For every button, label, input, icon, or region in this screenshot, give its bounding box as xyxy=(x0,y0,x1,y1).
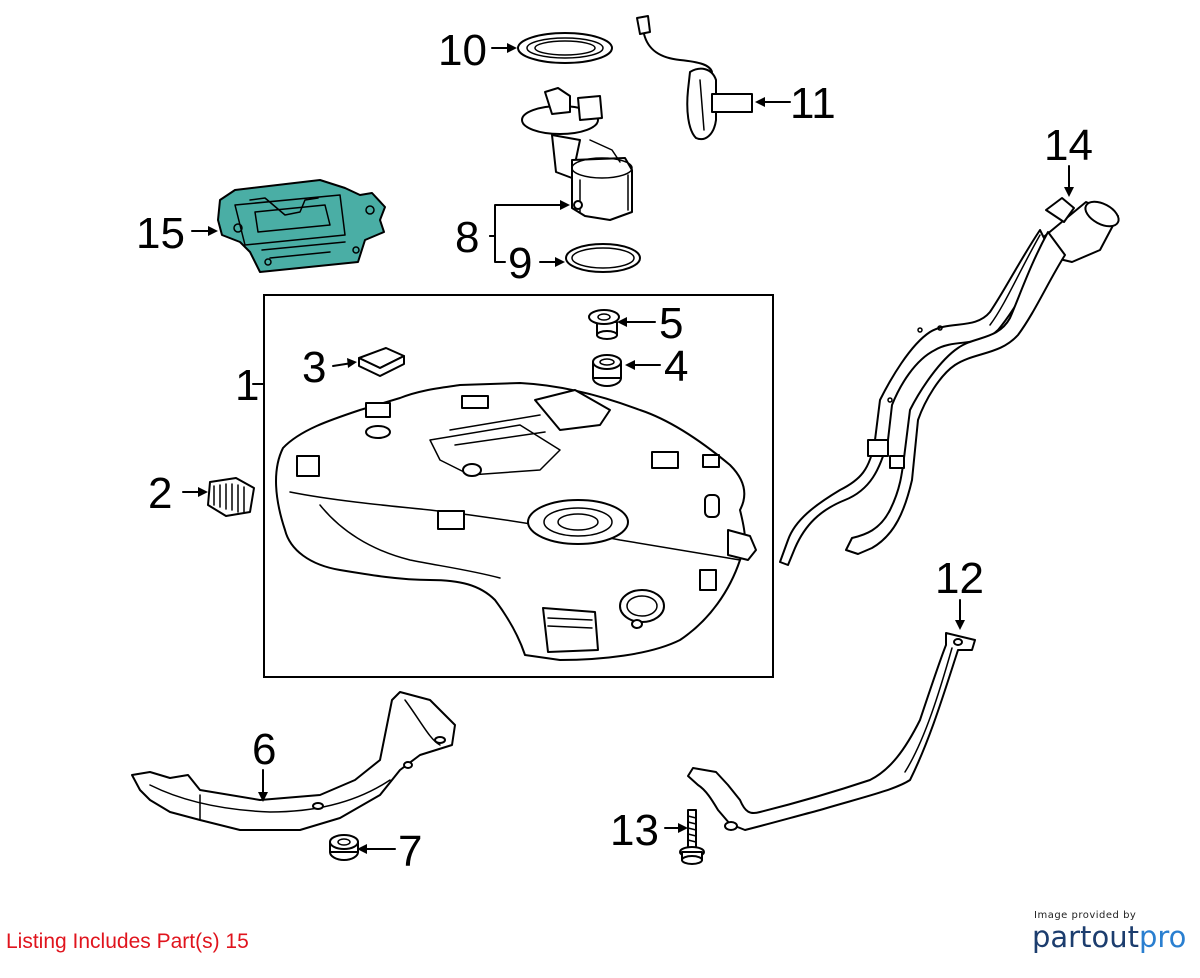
callout-3: 3 xyxy=(302,343,326,392)
leader-lines xyxy=(182,43,1074,854)
callout-8: 8 xyxy=(455,213,479,262)
tank-assembly-frame xyxy=(263,294,774,678)
image-credit-text: Image provided by xyxy=(1034,910,1137,921)
callout-10: 10 xyxy=(438,26,487,75)
strap-part xyxy=(687,632,976,831)
sensor-part xyxy=(636,15,753,140)
pad-part xyxy=(358,347,405,377)
filler-pipe-part xyxy=(779,197,1120,566)
callout-15: 15 xyxy=(136,209,185,258)
filter-block-part xyxy=(207,477,255,517)
callout-12: 12 xyxy=(935,554,984,603)
seal-ring-part xyxy=(565,243,641,273)
small-grommet-part xyxy=(329,834,359,861)
highlighted-module-part-15 xyxy=(217,179,386,273)
callout-6: 6 xyxy=(252,725,276,774)
brand-logo-main: partout xyxy=(1032,920,1139,954)
callout-7: 7 xyxy=(398,827,422,876)
grommet-part xyxy=(592,354,622,387)
callout-5: 5 xyxy=(659,299,683,348)
callout-1: 1 xyxy=(235,361,259,410)
brand-logo: partoutpro xyxy=(1032,920,1186,954)
shield-part xyxy=(131,691,456,831)
callout-11: 11 xyxy=(790,79,836,128)
callout-14: 14 xyxy=(1044,121,1093,170)
listing-includes-text: Listing Includes Part(s) 15 xyxy=(6,930,249,953)
fuel-tank-part xyxy=(275,382,757,661)
callout-13: 13 xyxy=(610,806,659,855)
callout-2: 2 xyxy=(148,469,172,518)
callout-9: 9 xyxy=(508,239,532,288)
callout-4: 4 xyxy=(664,342,688,391)
plug-part xyxy=(588,309,620,340)
fuel-pump-part xyxy=(521,87,633,221)
lock-ring-part xyxy=(517,32,613,64)
brand-logo-accent: pro xyxy=(1138,920,1187,954)
bolt-part xyxy=(679,809,705,865)
